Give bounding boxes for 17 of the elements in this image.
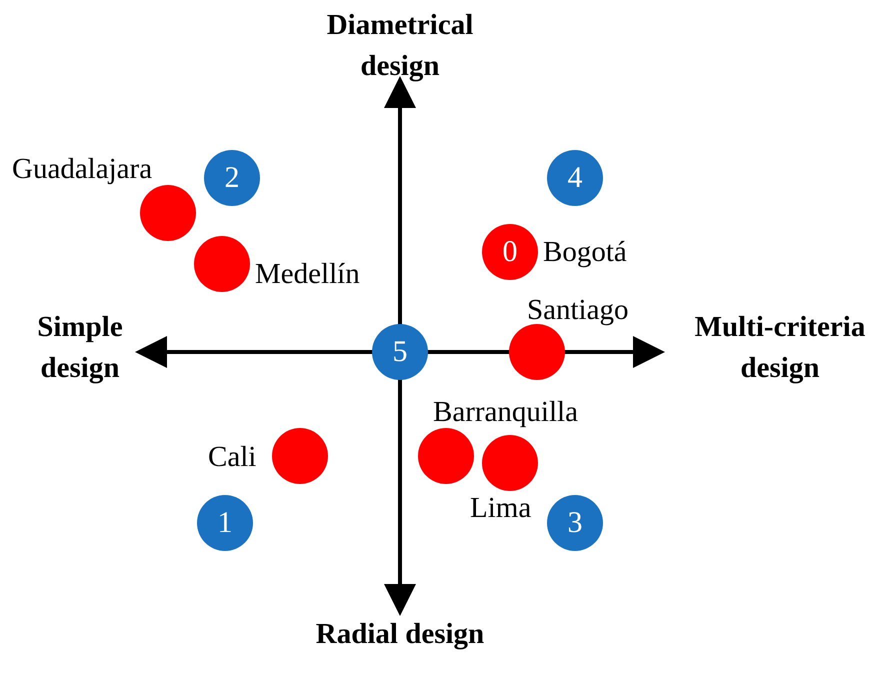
axis-label: Simple design	[36, 310, 124, 386]
marker-number: 3	[568, 506, 582, 540]
axis-label: Multi-criteria design	[694, 310, 866, 386]
marker-number: 1	[218, 506, 232, 540]
city-label: Barranquilla	[433, 398, 578, 427]
city-label: Medellín	[255, 260, 360, 289]
marker-number: 2	[224, 161, 240, 195]
marker-number: 0	[502, 235, 518, 269]
city-label: Bogotá	[543, 238, 627, 267]
marker-number: 5	[392, 335, 408, 369]
city-label: Cali	[208, 443, 256, 472]
axis-label: Diametrical design	[326, 8, 474, 84]
city-label: Guadalajara	[12, 155, 152, 184]
marker-number: 4	[568, 161, 582, 195]
city-label: Santiago	[527, 296, 628, 325]
city-label: Lima	[470, 494, 532, 523]
axis-label: Radial design	[314, 617, 486, 652]
